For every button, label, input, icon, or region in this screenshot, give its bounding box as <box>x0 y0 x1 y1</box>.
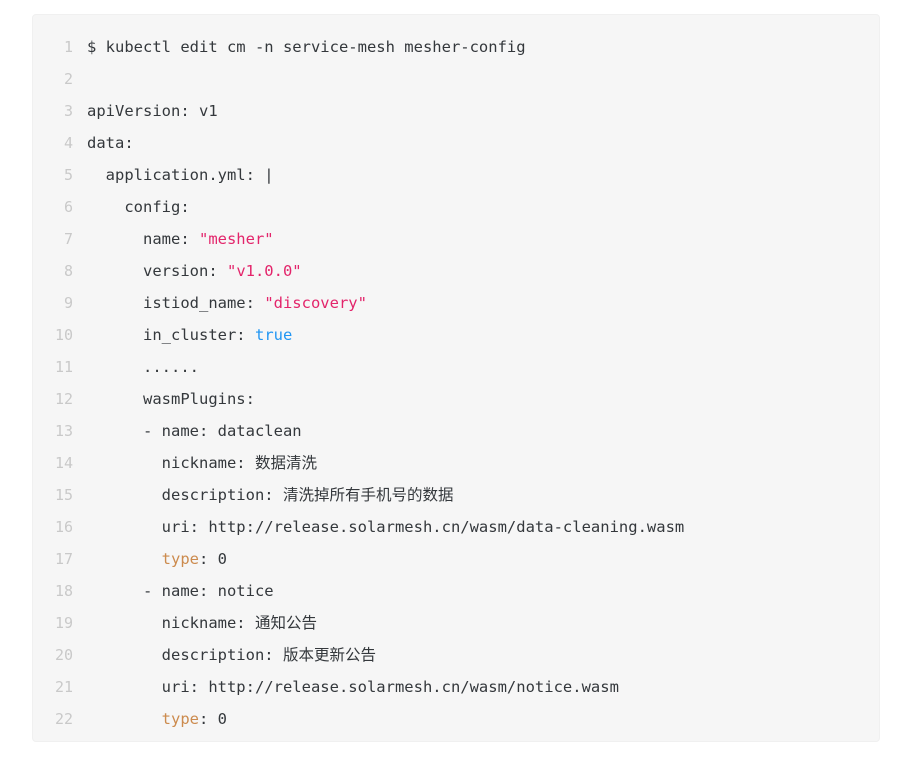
code-token-plain: nickname: 通知公告 <box>87 614 317 632</box>
code-token-boolean: true <box>254 326 293 344</box>
line-number: 15 <box>54 486 73 504</box>
line-content: nickname: 数据清洗 <box>73 447 317 479</box>
line-number: 5 <box>63 166 73 184</box>
code-line: 10 in_cluster: true <box>33 319 879 351</box>
code-token-plain: - name: dataclean <box>87 422 302 440</box>
line-content: uri: http://release.solarmesh.cn/wasm/no… <box>73 671 619 703</box>
code-line: 16 uri: http://release.solarmesh.cn/wasm… <box>33 511 879 543</box>
code-token-plain: in_cluster: <box>87 326 255 344</box>
code-block-card: 1 $ kubectl edit cm -n service-mesh meshe… <box>32 14 880 742</box>
line-content: description: 清洗掉所有手机号的数据 <box>73 479 454 511</box>
code-token-plain: name: <box>87 230 199 248</box>
code-line: 14 nickname: 数据清洗 <box>33 447 879 479</box>
line-content: application.yml: | <box>73 159 274 191</box>
line-number: 14 <box>54 454 73 472</box>
code-token-plain: config: <box>87 198 190 216</box>
code-line: 3 apiVersion: v1 <box>33 95 879 127</box>
code-token-plain: description: 版本更新公告 <box>87 646 376 664</box>
line-content: name: "mesher" <box>73 223 274 255</box>
line-content: data: <box>73 127 134 159</box>
code-line: 1 $ kubectl edit cm -n service-mesh meshe… <box>33 31 879 63</box>
line-content: $ kubectl edit cm -n service-mesh mesher… <box>73 31 526 63</box>
code-token-plain: version: <box>87 262 227 280</box>
code-token-plain: ...... <box>87 358 199 376</box>
line-content: ...... <box>73 351 199 383</box>
code-token-plain: istiod_name: <box>87 294 265 312</box>
code-token-plain: $ kubectl edit cm -n service-mesh mesher… <box>87 38 526 56</box>
line-content: description: 版本更新公告 <box>73 639 376 671</box>
code-line: 17 type: 0 <box>33 543 879 575</box>
code-token-plain: data: <box>87 134 134 152</box>
code-line: 8 version: "v1.0.0" <box>33 255 879 287</box>
line-number: 22 <box>54 710 73 728</box>
line-number: 20 <box>54 646 73 664</box>
code-token-plain: application.yml: | <box>87 166 274 184</box>
code-line: 7 name: "mesher" <box>33 223 879 255</box>
line-content: istiod_name: "discovery" <box>73 287 367 319</box>
code-line: 5 application.yml: | <box>33 159 879 191</box>
line-number: 16 <box>54 518 73 536</box>
code-line-list: 1 $ kubectl edit cm -n service-mesh meshe… <box>33 15 879 741</box>
line-number: 1 <box>63 38 73 56</box>
code-token-plain: apiVersion: v1 <box>87 102 218 120</box>
line-number: 12 <box>54 390 73 408</box>
line-number: 4 <box>63 134 73 152</box>
line-content: version: "v1.0.0" <box>73 255 302 287</box>
code-line: 9 istiod_name: "discovery" <box>33 287 879 319</box>
code-line: 19 nickname: 通知公告 <box>33 607 879 639</box>
code-token-plain: : 0 <box>198 710 227 728</box>
line-number: 18 <box>54 582 73 600</box>
line-number: 13 <box>54 422 73 440</box>
line-content: - name: dataclean <box>73 415 302 447</box>
code-token-key: type <box>161 710 199 728</box>
code-token-plain: description: 清洗掉所有手机号的数据 <box>87 486 454 504</box>
line-number: 9 <box>63 294 73 312</box>
code-token-plain: - name: notice <box>87 582 274 600</box>
code-line: 18 - name: notice <box>33 575 879 607</box>
line-number: 8 <box>63 262 73 280</box>
line-content: wasmPlugins: <box>73 383 255 415</box>
code-line: 2 <box>33 63 879 95</box>
line-content: uri: http://release.solarmesh.cn/wasm/da… <box>73 511 685 543</box>
line-number: 6 <box>63 198 73 216</box>
line-content: type: 0 <box>73 543 227 575</box>
line-content: config: <box>73 191 190 223</box>
code-line: 12 wasmPlugins: <box>33 383 879 415</box>
code-line: 6 config: <box>33 191 879 223</box>
code-line: 20 description: 版本更新公告 <box>33 639 879 671</box>
code-token-plain: : 0 <box>198 550 227 568</box>
code-token-plain: uri: http://release.solarmesh.cn/wasm/no… <box>87 678 619 696</box>
code-token-key: type <box>161 550 199 568</box>
code-token-plain <box>87 710 162 728</box>
code-line: 21 uri: http://release.solarmesh.cn/wasm… <box>33 671 879 703</box>
code-line: 13 - name: dataclean <box>33 415 879 447</box>
line-content: type: 0 <box>73 703 227 735</box>
line-number: 2 <box>63 70 73 88</box>
code-line: 15 description: 清洗掉所有手机号的数据 <box>33 479 879 511</box>
code-line: 22 type: 0 <box>33 703 879 735</box>
code-token-string: "v1.0.0" <box>226 262 302 280</box>
line-content: nickname: 通知公告 <box>73 607 317 639</box>
code-token-string: "mesher" <box>198 230 274 248</box>
line-number: 11 <box>54 358 73 376</box>
code-token-plain: nickname: 数据清洗 <box>87 454 317 472</box>
line-content: - name: notice <box>73 575 274 607</box>
line-content: apiVersion: v1 <box>73 95 218 127</box>
code-line: 11 ...... <box>33 351 879 383</box>
line-number: 17 <box>54 550 73 568</box>
line-number: 19 <box>54 614 73 632</box>
line-content: in_cluster: true <box>73 319 292 351</box>
code-token-plain: uri: http://release.solarmesh.cn/wasm/da… <box>87 518 685 536</box>
line-number: 10 <box>54 326 73 344</box>
line-number: 7 <box>63 230 73 248</box>
code-line: 4 data: <box>33 127 879 159</box>
code-token-plain: wasmPlugins: <box>87 390 255 408</box>
line-number: 21 <box>54 678 73 696</box>
code-token-string: "discovery" <box>264 294 367 312</box>
code-token-plain <box>87 550 162 568</box>
line-number: 3 <box>63 102 73 120</box>
